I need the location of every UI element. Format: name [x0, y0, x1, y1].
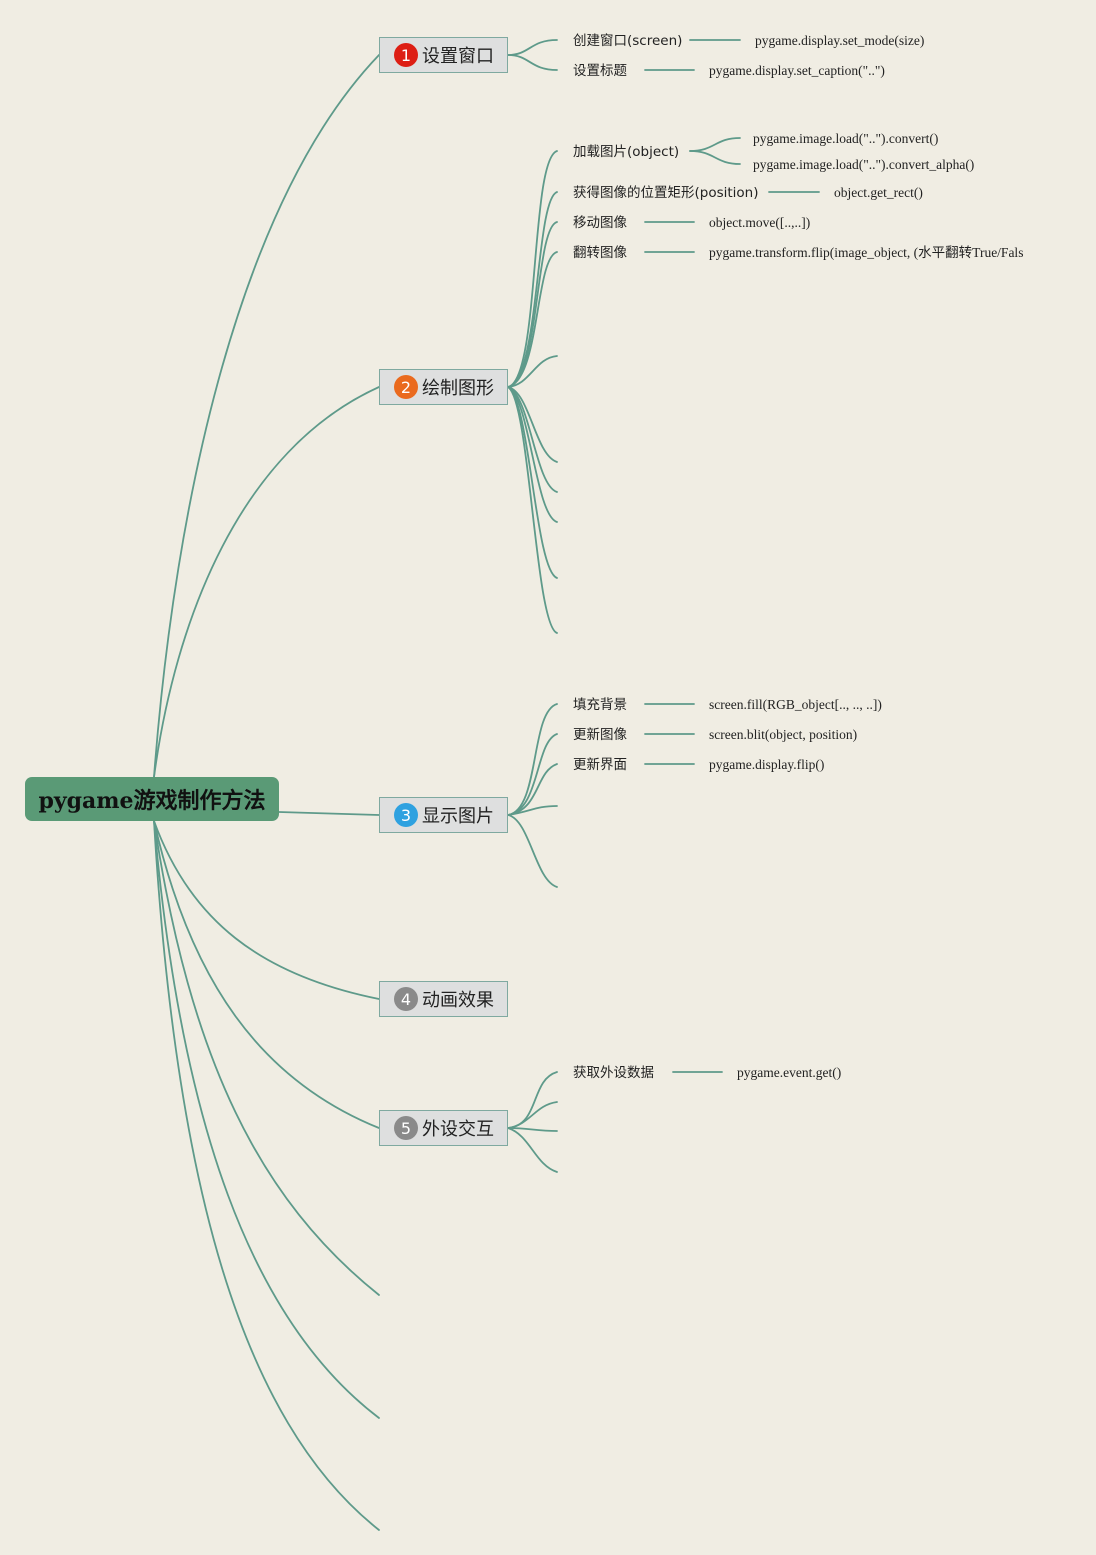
link-b5-stub-1: [507, 1101, 558, 1129]
branch-label-5: 外设交互: [422, 1119, 494, 1140]
b2-item-3-code[interactable]: object.move([..,..]): [709, 215, 811, 230]
link-b2-load-2: [689, 150, 741, 165]
link-root-branch-5: [153, 820, 380, 1129]
link-root-branch-2: [153, 386, 380, 778]
link-b2-load-1: [689, 137, 741, 152]
b3-item-3-code[interactable]: pygame.display.flip(): [709, 757, 825, 772]
b1-item-2-label[interactable]: 设置标题: [573, 63, 627, 79]
link-root-branch-1: [153, 54, 380, 778]
link-root-branch-4: [153, 820, 380, 1000]
branch-topic-2[interactable]: 2 绘制图形: [379, 369, 508, 405]
link-b5-stub-3: [507, 1127, 558, 1173]
branch-topic-4[interactable]: 4 动画效果: [379, 981, 508, 1017]
number-badge-1: 1: [394, 43, 418, 67]
link-b3-stub-1: [507, 805, 558, 816]
link-b5-item-1: [507, 1071, 558, 1129]
b3-item-2-code[interactable]: screen.blit(object, position): [709, 727, 858, 742]
b3-item-3-label[interactable]: 更新界面: [573, 757, 627, 773]
link-b2-stub-4: [507, 386, 558, 523]
link-root-stub-2: [153, 820, 380, 1419]
b3-item-2-label[interactable]: 更新图像: [573, 727, 627, 743]
link-root-stub-1: [153, 820, 380, 1296]
b2-item-4-label[interactable]: 翻转图像: [573, 245, 627, 261]
branch-label-1: 设置窗口: [422, 46, 494, 67]
b2-item-2-label[interactable]: 获得图像的位置矩形(position): [573, 185, 759, 201]
link-b2-stub-6: [507, 386, 558, 634]
link-b2-item-1: [507, 150, 558, 388]
b5-item-1-label[interactable]: 获取外设数据: [573, 1065, 654, 1081]
link-b2-stub-1: [507, 355, 558, 388]
link-b3-item-2: [507, 733, 558, 816]
branch-topic-3[interactable]: 3 显示图片: [379, 797, 508, 833]
branch-topic-1[interactable]: 1 设置窗口: [379, 37, 508, 73]
b1-item-1-label[interactable]: 创建窗口(screen): [573, 33, 683, 49]
b2-item-3-label[interactable]: 移动图像: [573, 215, 627, 231]
branch-label-3: 显示图片: [422, 806, 494, 827]
link-b1-item-1: [507, 39, 558, 56]
link-root-stub-3: [153, 820, 380, 1531]
b5-item-1-code[interactable]: pygame.event.get(): [737, 1065, 842, 1080]
number-badge-3: 3: [394, 803, 418, 827]
number-badge-2: 2: [394, 375, 418, 399]
branch-label-4: 动画效果: [422, 990, 494, 1011]
link-b1-item-2: [507, 54, 558, 71]
number-badge-5: 5: [394, 1116, 418, 1140]
link-b3-item-1: [507, 703, 558, 816]
link-b2-item-4: [507, 251, 558, 388]
b2-item-1-label[interactable]: 加载图片(object): [573, 144, 680, 160]
link-b2-stub-2: [507, 386, 558, 463]
link-root-branch-3: [278, 811, 380, 816]
root-topic[interactable]: pygame游戏制作方法: [25, 777, 279, 821]
b3-item-1-code[interactable]: screen.fill(RGB_object[.., .., ..]): [709, 697, 882, 712]
b3-item-1-label[interactable]: 填充背景: [573, 697, 627, 713]
b1-item-2-code[interactable]: pygame.display.set_caption(".."): [709, 63, 885, 78]
b2-item-4-code[interactable]: pygame.transform.flip(image_object, (水平翻…: [709, 245, 1024, 260]
link-b5-stub-2: [507, 1127, 558, 1132]
b2-item-1-code-2[interactable]: pygame.image.load("..").convert_alpha(): [753, 157, 975, 172]
root-topic-label: pygame游戏制作方法: [38, 788, 266, 814]
b2-item-2-code[interactable]: object.get_rect(): [834, 185, 923, 200]
b1-item-1-code[interactable]: pygame.display.set_mode(size): [755, 33, 925, 48]
link-b3-stub-2: [507, 814, 558, 888]
b2-item-1-code-1[interactable]: pygame.image.load("..").convert(): [753, 131, 939, 146]
number-badge-4: 4: [394, 987, 418, 1011]
branch-label-2: 绘制图形: [422, 378, 494, 399]
branch-topic-5[interactable]: 5 外设交互: [379, 1110, 508, 1146]
link-b2-item-3: [507, 221, 558, 388]
link-b2-stub-5: [507, 386, 558, 579]
